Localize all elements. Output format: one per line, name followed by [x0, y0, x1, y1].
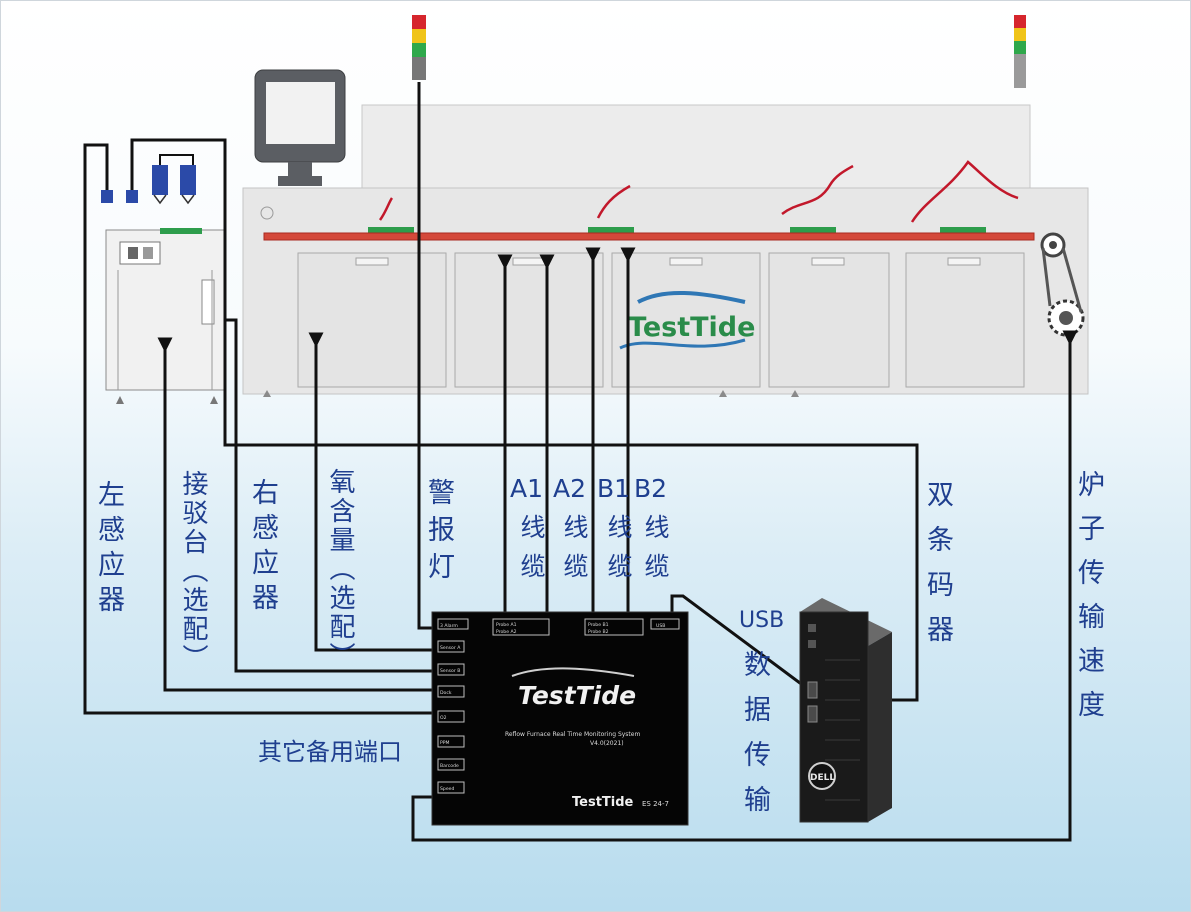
device-model: ES 24-7 — [642, 800, 669, 808]
pc-brand: DELL — [810, 773, 835, 783]
cable-b2-text: 线缆 — [641, 514, 670, 592]
oven-panel-4 — [768, 252, 890, 388]
reflow-oven — [242, 104, 1089, 397]
port-left-5 — [437, 735, 465, 748]
cable-b1-text: 线缆 — [604, 514, 633, 592]
svg-text:Probe A1: Probe A1 — [496, 622, 517, 628]
zone4-profile — [910, 160, 1019, 223]
cable-b1-id: B1 — [597, 474, 631, 503]
port-probe-b — [584, 618, 644, 636]
wire-barcode — [223, 320, 919, 702]
oven-hood — [361, 104, 1031, 191]
monitoring-device: 3 Alarm Probe A1 Probe A2 Probe B1 Probe… — [431, 611, 689, 826]
svg-text:Probe B1: Probe B1 — [588, 622, 609, 628]
label-cable-b2: B2 线缆 — [634, 468, 670, 592]
pc-tower: DELL — [799, 598, 892, 823]
sensor-icons — [101, 165, 196, 205]
pcb-2 — [588, 227, 634, 234]
cable-a2-id: A2 — [553, 474, 587, 503]
svg-text:O2: O2 — [440, 715, 447, 721]
label-right-sensor: 右感应器 — [247, 478, 278, 618]
oven-logo-text: TestTide — [628, 312, 755, 343]
svg-text:Sensor A: Sensor A — [440, 645, 461, 651]
wiring — [83, 82, 1078, 842]
label-cable-a1: A1 线缆 — [510, 468, 546, 592]
wire-left-sensor — [83, 143, 432, 715]
port-left-3 — [437, 685, 465, 698]
label-left-sensor: 左感应器 — [93, 480, 124, 620]
oven-panel-2 — [454, 252, 604, 388]
label-usb-prefix: USB — [739, 608, 785, 633]
label-docking-station: 接驳台（选配） — [178, 470, 208, 673]
cable-a1-id: A1 — [510, 474, 544, 503]
port-top-1 — [437, 618, 469, 630]
wire-usb — [670, 594, 813, 694]
device-subtitle: Reflow Furnace Real Time Monitoring Syst… — [505, 731, 640, 738]
monitor-icon — [254, 69, 346, 186]
cable-a2-text: 线缆 — [560, 514, 589, 592]
device-version: V4.0(2021) — [590, 740, 624, 747]
port-left-7 — [437, 781, 465, 794]
wire-oxygen — [308, 332, 432, 652]
wire-docking — [157, 337, 432, 692]
svg-text:Dock: Dock — [440, 690, 452, 696]
oven-panel-1 — [297, 252, 447, 388]
port-left-4 — [437, 710, 465, 723]
port-usb — [650, 618, 680, 630]
label-cable-b1: B1 线缆 — [597, 468, 633, 592]
svg-text:Barcode: Barcode — [440, 763, 459, 769]
signal-tower-left — [412, 15, 426, 80]
svg-text:USB: USB — [656, 623, 665, 629]
svg-text:Speed: Speed — [440, 786, 454, 792]
port-probe-a — [492, 618, 550, 636]
port-left-6 — [437, 758, 465, 771]
cable-b2-id: B2 — [634, 474, 668, 503]
label-barcode: 双条码器 — [922, 480, 953, 660]
oven-panel-3 — [611, 252, 761, 388]
zone2-profile — [596, 184, 631, 219]
svg-text:Probe A2: Probe A2 — [496, 629, 517, 635]
wire-alarm — [417, 82, 432, 630]
svg-text:PPM: PPM — [440, 740, 450, 746]
pcb-1 — [368, 227, 414, 234]
svg-text:Sensor B: Sensor B — [440, 668, 460, 674]
pcb-4 — [940, 227, 986, 234]
oven-knob — [260, 206, 274, 220]
zone3-profile — [781, 164, 854, 215]
port-left-2 — [437, 663, 465, 676]
label-other-ports: 其它备用端口 — [258, 738, 402, 766]
label-usb-text: 数据传输 — [739, 650, 770, 830]
signal-tower-right — [1014, 15, 1026, 88]
label-oxygen: 氧含量（选配） — [325, 468, 355, 671]
label-speed: 炉子传输速度 — [1073, 470, 1104, 734]
label-cable-a2: A2 线缆 — [553, 468, 589, 592]
zone1-profile — [378, 197, 394, 221]
cable-a1-text: 线缆 — [517, 514, 546, 592]
speed-sprocket — [1040, 232, 1085, 337]
label-alarm-light: 警报灯 — [423, 478, 454, 589]
oven-logo: TestTide — [619, 290, 755, 350]
port-left-1 — [437, 640, 465, 653]
device-logo: TestTide — [518, 681, 636, 710]
svg-text:Probe B2: Probe B2 — [588, 629, 609, 635]
wire-speed — [411, 330, 1078, 842]
svg-text:3 Alarm: 3 Alarm — [440, 623, 458, 629]
pcb-3 — [790, 227, 836, 234]
conveyor-belt — [263, 232, 1035, 241]
device-bottom-logo: TestTide — [572, 795, 634, 810]
oven-panel-5 — [905, 252, 1025, 388]
